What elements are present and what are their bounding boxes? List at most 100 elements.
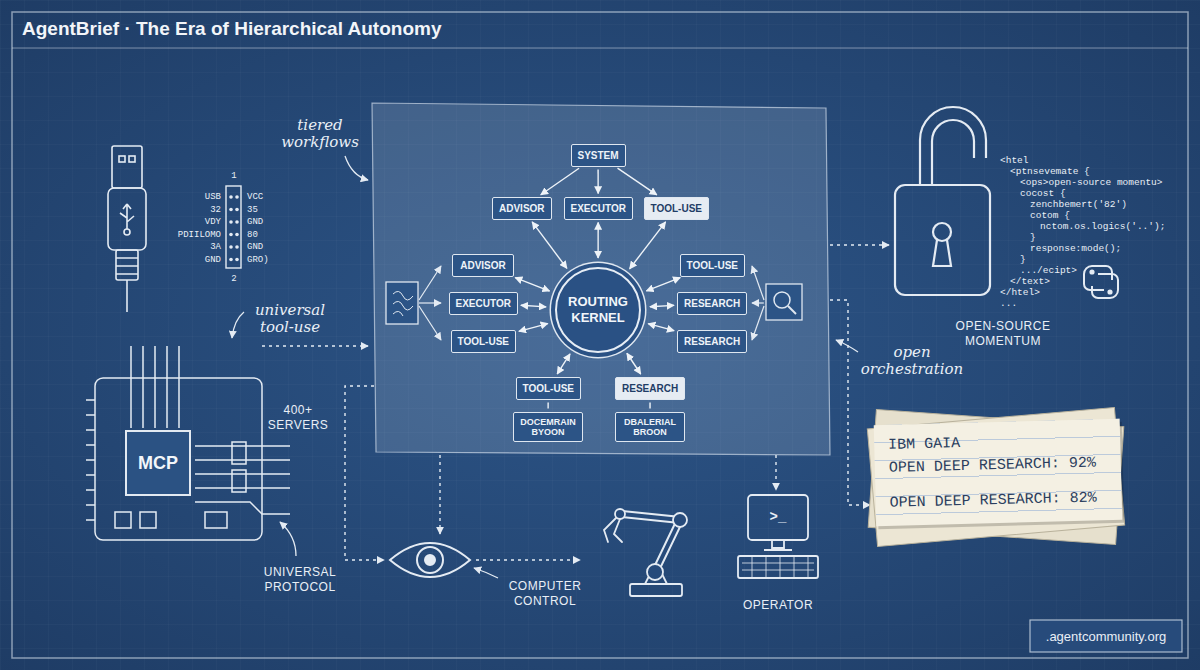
- blueprint-stroke: [752, 302, 764, 303]
- blueprint-stroke: [1090, 270, 1093, 273]
- magnifier: [788, 306, 796, 314]
- note-card: IBM GAIAOPEN DEEP RESEARCH: 92%OPEN DEEP…: [874, 418, 1123, 525]
- blueprint-stroke: [108, 188, 146, 250]
- eye-icon: [390, 543, 470, 577]
- routing-panel: [372, 103, 830, 455]
- blueprint-stroke: [1098, 274, 1118, 298]
- pin-dot: [229, 233, 233, 237]
- pin-name: GRO): [247, 255, 269, 265]
- pin-name: 1: [231, 171, 236, 181]
- blueprint-stroke: [262, 345, 368, 346]
- header-rule: [12, 48, 1188, 49]
- usb-plug: [108, 146, 146, 312]
- blueprint-stroke: [115, 512, 131, 528]
- connector-arrow: [541, 168, 579, 195]
- node-text: ADVISOR: [499, 203, 545, 214]
- pin-dot: [235, 233, 239, 237]
- node-text: RESEARCH: [622, 383, 678, 394]
- blueprint-stroke: [1108, 290, 1111, 293]
- node-text: RESEARCH: [684, 336, 740, 347]
- blueprint-stroke: [933, 240, 951, 266]
- connector-arrow: [521, 305, 546, 307]
- node-text: ADVISOR: [459, 260, 507, 271]
- process-box: EXECUTOR: [564, 197, 633, 220]
- robot-arm: [604, 509, 687, 596]
- process-box: RESEARCH: [677, 330, 747, 353]
- blueprint-stroke: [1084, 266, 1104, 290]
- blueprint-stroke: [124, 229, 130, 235]
- blueprint-stroke: [830, 244, 889, 245]
- process-box: TOOL-USE: [516, 377, 581, 400]
- blueprint-stroke: [738, 556, 818, 578]
- pin-name: USB: [205, 192, 221, 202]
- code-line: </text>: [1010, 276, 1050, 287]
- pin-name: 35: [247, 205, 258, 215]
- operator-monitor: [738, 495, 818, 578]
- blueprint-stroke: [622, 514, 680, 572]
- code-line: }: [1020, 254, 1026, 265]
- footer-box: [1030, 620, 1182, 652]
- blueprint-stroke: [86, 400, 95, 520]
- annotation-note: universal tool-use: [242, 302, 338, 335]
- code-line: .../ecipt>: [1020, 265, 1077, 276]
- pin-name: GND: [247, 217, 263, 227]
- blueprint-stroke: [232, 312, 244, 338]
- process-box: SYSTEM: [571, 144, 626, 167]
- annotation-note: tiered workflows: [277, 117, 363, 150]
- footer-url: .agentcommunity.org: [1046, 629, 1166, 644]
- connector-arrow: [519, 324, 548, 332]
- node-text: RESEARCH: [684, 298, 740, 309]
- node-text: TOOL-USE: [651, 203, 702, 214]
- blueprint-stroke: [622, 514, 680, 572]
- blueprint-stroke: [116, 250, 138, 280]
- process-box: RESEARCH: [677, 292, 747, 315]
- node-text: ROUTING KERNEL: [557, 294, 639, 325]
- node-text: DBALERIAL BROON: [620, 417, 680, 438]
- blueprint-stroke: [752, 266, 764, 300]
- code-line: <htel: [1000, 155, 1029, 166]
- blueprint-stroke: [417, 547, 443, 573]
- pin-dot: [229, 208, 233, 212]
- blueprint-stroke: [131, 346, 179, 428]
- node-text: SYSTEM: [578, 150, 619, 161]
- frame: [12, 12, 1188, 658]
- pin-name: 2: [231, 274, 236, 284]
- pin-dot: [229, 258, 233, 262]
- pin-name: VCC: [247, 192, 263, 202]
- code-line: cocost {: [1020, 188, 1066, 199]
- process-box: TOOL-USE: [680, 254, 745, 277]
- blueprint-stroke: [419, 266, 441, 300]
- code-line: response:mode();: [1030, 243, 1121, 254]
- blueprint-stroke: [476, 559, 580, 560]
- pin-dot: [235, 208, 239, 212]
- blueprint-stroke: [120, 204, 134, 229]
- connector-arrow: [515, 278, 549, 291]
- annotation-arrow: [232, 156, 858, 578]
- python-logo: [1084, 266, 1118, 298]
- node-text: TOOL-USE: [458, 336, 509, 347]
- connector-arrow: [646, 278, 680, 291]
- icon-box: [386, 282, 418, 324]
- connector-arrow: [597, 170, 598, 194]
- node-text: MCP: [138, 453, 178, 474]
- process-box: TOOL-USE: [451, 330, 516, 353]
- blueprint-stroke: [764, 540, 792, 550]
- connector-arrow: [547, 403, 548, 409]
- pin-dot: [235, 258, 239, 262]
- caption-label: 400+ SERVERS: [258, 403, 338, 433]
- open-padlock: [895, 107, 990, 295]
- caption-label: UNIVERSAL PROTOCOL: [244, 565, 356, 595]
- connector-arrow: [532, 222, 567, 268]
- connector-arrow: [648, 324, 674, 331]
- blueprint-stroke: [920, 107, 986, 185]
- connector-arrow: [557, 354, 570, 374]
- connector-arrow: [627, 353, 641, 374]
- code-line: <ptnsevemate {: [1010, 166, 1090, 177]
- blueprint-stroke: [419, 306, 441, 340]
- code-line: </htel>: [1000, 287, 1040, 298]
- pin-dot: [229, 195, 233, 199]
